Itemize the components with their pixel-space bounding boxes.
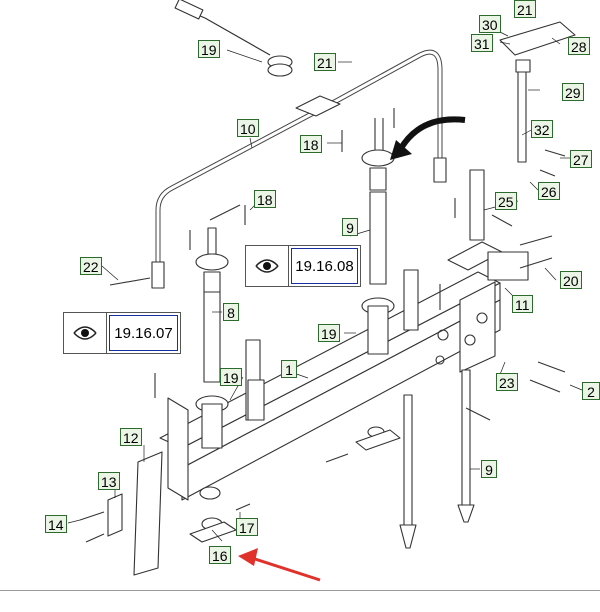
- callout-20: 20: [560, 271, 582, 289]
- callout-23: 22: [80, 257, 102, 275]
- small-side-plate: [107, 493, 123, 537]
- callout-17: 17: [236, 518, 258, 536]
- callout-8: 8: [223, 303, 239, 321]
- left-end-plate: [167, 397, 189, 501]
- bottom-divider: [0, 590, 600, 591]
- right-end-plate: [459, 281, 496, 373]
- callout-14: 13: [98, 472, 120, 490]
- callout-33: 32: [531, 120, 553, 138]
- callout-12: 11: [512, 295, 533, 313]
- foot-clamp: [189, 426, 401, 543]
- callout-13: 12: [120, 428, 142, 446]
- support-leg-right: [461, 369, 471, 506]
- top-mounting-plate: [499, 21, 576, 163]
- callout-18-upper: 18: [300, 135, 322, 153]
- reference-box-19-16-07[interactable]: 19.16.07: [63, 312, 181, 354]
- callout-16: 16: [209, 546, 231, 564]
- handle-bar: [155, 49, 443, 268]
- callout-19-center: 19: [318, 324, 340, 342]
- callout-11: 10: [237, 119, 259, 137]
- red-arrow-icon: [251, 556, 321, 582]
- callout-19-left: 19: [220, 368, 242, 386]
- callout-10: 9: [481, 460, 497, 478]
- eye-icon: [246, 246, 289, 286]
- callout-30: 29: [562, 83, 584, 101]
- callout-1: 1: [281, 360, 297, 378]
- callout-2: 2: [582, 382, 600, 400]
- clamp-block: [487, 251, 529, 281]
- mounting-bracket: [447, 169, 503, 271]
- callout-18-lower: 18: [254, 190, 276, 208]
- callout-28: 28: [568, 37, 590, 55]
- curved-rotation-arrow-icon: [397, 116, 466, 152]
- callout-21-top-left: 21: [314, 53, 336, 71]
- reference-label: 19.16.07: [109, 315, 178, 351]
- callout-9: 9: [342, 218, 358, 236]
- reference-box-19-16-08[interactable]: 19.16.08: [245, 245, 361, 287]
- callout-27: 26: [538, 182, 560, 200]
- callout-21-top-right: 21: [514, 0, 536, 18]
- callout-25: 19: [198, 40, 220, 58]
- callout-15: 14: [45, 515, 67, 533]
- callout-26: 25: [495, 192, 517, 210]
- spindle-assembly-right: [361, 118, 419, 355]
- side-guard-plate: [133, 451, 163, 576]
- spindle-assembly-left: [195, 204, 265, 449]
- support-leg-center: [403, 394, 413, 526]
- callout-22: 23: [496, 373, 518, 391]
- callout-32: 31: [471, 34, 493, 52]
- reference-label: 19.16.08: [291, 248, 358, 284]
- eye-icon: [64, 313, 107, 353]
- callout-29: 27: [570, 150, 592, 168]
- callout-31: 30: [479, 15, 501, 33]
